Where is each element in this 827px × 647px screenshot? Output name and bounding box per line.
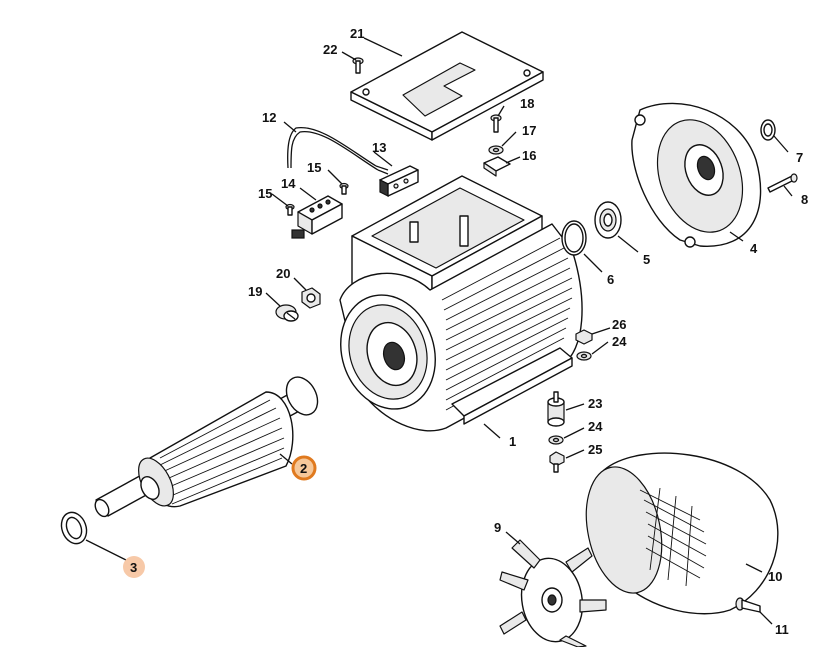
part-washer-24a[interactable] <box>576 351 592 361</box>
callout-2[interactable]: 2 <box>300 461 307 476</box>
part-screw-18[interactable] <box>490 114 502 133</box>
part-ring-3[interactable] <box>57 509 90 547</box>
leader-lines <box>85 37 793 625</box>
callout-14[interactable]: 14 <box>281 176 296 191</box>
part-end-shield[interactable] <box>631 102 762 248</box>
part-circlip-6[interactable] <box>561 220 587 256</box>
part-terminal-block-14[interactable] <box>291 195 343 239</box>
rotor-lamination-lines <box>157 399 285 505</box>
callout-26[interactable]: 26 <box>612 317 626 332</box>
callout-9[interactable]: 9 <box>494 520 501 535</box>
callout-21[interactable]: 21 <box>350 26 364 41</box>
callout-16[interactable]: 16 <box>522 148 536 163</box>
part-washer-17[interactable] <box>488 145 504 155</box>
part-fan-cover[interactable] <box>575 452 779 615</box>
part-motor-housing[interactable] <box>326 175 583 432</box>
part-terminal-cover[interactable] <box>350 31 544 141</box>
callout-24a[interactable]: 24 <box>612 334 627 349</box>
callout-4[interactable]: 4 <box>750 241 758 256</box>
callout-11[interactable]: 11 <box>775 622 789 637</box>
part-bolt-8[interactable] <box>767 173 798 193</box>
part-clip-16[interactable] <box>483 156 511 177</box>
callout-22[interactable]: 22 <box>323 42 337 57</box>
highlight-marker-3[interactable] <box>123 556 145 578</box>
part-terminal-13[interactable] <box>379 165 419 197</box>
part-nut-26[interactable] <box>575 329 593 345</box>
callout-5[interactable]: 5 <box>643 252 650 267</box>
callout-8[interactable]: 8 <box>801 192 808 207</box>
callout-12[interactable]: 12 <box>262 110 276 125</box>
callout-15a[interactable]: 15 <box>307 160 321 175</box>
part-rotor[interactable] <box>92 372 323 519</box>
part-nut-20[interactable] <box>301 287 321 309</box>
callout-17[interactable]: 17 <box>522 123 536 138</box>
callout-3[interactable]: 3 <box>130 560 137 575</box>
part-plug-19[interactable] <box>275 304 299 322</box>
part-damper-23[interactable] <box>547 391 565 427</box>
callout-20[interactable]: 20 <box>276 266 290 281</box>
callout-15b[interactable]: 15 <box>258 186 272 201</box>
callout-23[interactable]: 23 <box>588 396 602 411</box>
callout-18[interactable]: 18 <box>520 96 534 111</box>
part-fan-9[interactable] <box>499 539 607 647</box>
part-ring-7[interactable] <box>760 119 776 141</box>
callout-19[interactable]: 19 <box>248 284 262 299</box>
callout-10[interactable]: 10 <box>768 569 782 584</box>
part-screw-15a[interactable] <box>339 182 349 195</box>
callout-24b[interactable]: 24 <box>588 419 603 434</box>
part-screw-22[interactable] <box>352 57 364 74</box>
fan-cover-mesh <box>639 487 707 587</box>
callout-13[interactable]: 13 <box>372 140 386 155</box>
highlight-marker-2[interactable] <box>291 455 317 481</box>
part-bearing-5[interactable] <box>594 201 622 239</box>
callout-labels: 1 2 3 4 5 6 7 8 9 10 11 12 13 14 15 15 1… <box>130 26 808 637</box>
part-cable-12[interactable] <box>287 127 389 175</box>
part-screw-11[interactable] <box>735 597 761 613</box>
callout-1[interactable]: 1 <box>509 434 516 449</box>
callout-7[interactable]: 7 <box>796 150 803 165</box>
callout-6[interactable]: 6 <box>607 272 614 287</box>
callout-25[interactable]: 25 <box>588 442 602 457</box>
part-washer-24b[interactable] <box>548 435 564 445</box>
part-bolt-25[interactable] <box>549 451 565 473</box>
